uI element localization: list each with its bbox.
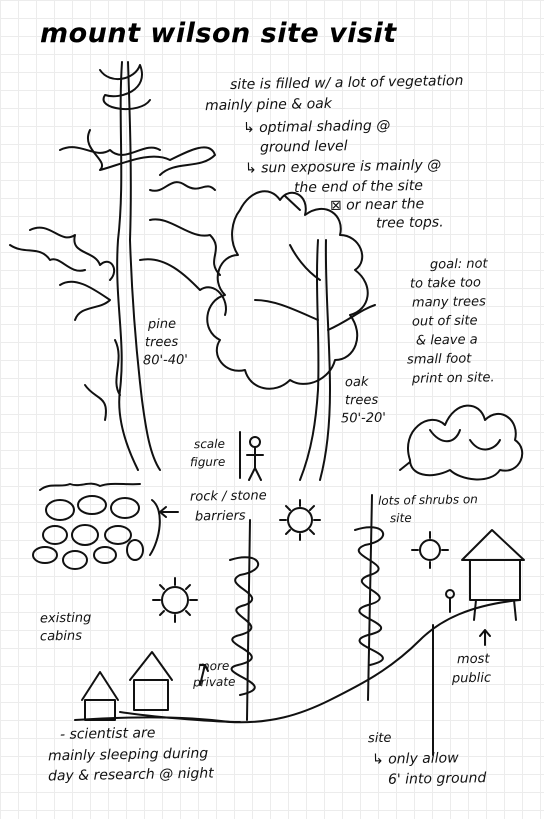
note-scientist-3: day & research @ night [47, 765, 214, 785]
note-private-2: private [192, 674, 236, 690]
star-shrub-sketches [152, 499, 449, 623]
note-pine-3: 80'-40' [142, 352, 189, 369]
note-sun-2: the end of the site [293, 177, 424, 197]
note-scale-1: scale [193, 436, 226, 452]
note-scale-2: figure [189, 454, 226, 470]
pine-scribble-trees [229, 494, 385, 721]
note-ground: ground level [259, 138, 348, 156]
small-figure-sketch [445, 589, 455, 613]
note-rock-2: barriers [194, 508, 246, 525]
note-mainly: mainly pine & oak [204, 95, 333, 115]
note-shrubs-2: site [389, 510, 412, 526]
note-oak-2: trees [344, 392, 379, 409]
note-private-1: more [197, 658, 230, 674]
note-goal-6: small foot [406, 351, 472, 368]
note-shrubs-1: lots of shrubs on [377, 492, 478, 508]
note-site-2: ↳ only allow [371, 750, 459, 768]
note-goal-3: many trees [411, 294, 487, 311]
cabins-sketch [81, 529, 525, 721]
note-pine-2: trees [144, 334, 179, 351]
note-public-1: most [456, 651, 490, 668]
note-goal-1: goal: not [429, 256, 488, 273]
note-shading: ↳ optimal shading @ [242, 117, 391, 137]
note-pine-1: pine [147, 316, 177, 333]
note-oak-3: 50'-20' [340, 410, 387, 427]
note-goal-5: & leave a [415, 332, 478, 349]
note-cabins-2: cabins [39, 628, 83, 645]
note-goal-2: to take too [409, 275, 482, 292]
page-title: mount wilson site visit [40, 18, 397, 49]
note-public-2: public [451, 670, 492, 687]
pine-tree-sketch [9, 61, 227, 471]
note-sun-4: tree tops. [375, 214, 444, 232]
note-cabins-1: existing [39, 610, 92, 627]
oak-tree-sketch [206, 190, 376, 481]
shrub-sketch [399, 404, 524, 481]
note-scientist-1: - scientist are [59, 725, 156, 743]
note-site-1: site [367, 730, 392, 747]
note-scientist-2: mainly sleeping during [47, 745, 209, 765]
scale-figure-sketch [239, 431, 264, 481]
note-goal-4: out of site [411, 313, 478, 330]
note-sun-3: ⊠ or near the [329, 196, 425, 214]
note-oak-1: oak [344, 374, 369, 391]
terrain-sketch [74, 599, 521, 756]
note-rock-1: rock / stone [189, 488, 267, 505]
note-site-3: 6' into ground [387, 770, 487, 788]
rock-barrier-sketch [32, 482, 161, 570]
note-goal-7: print on site. [411, 370, 495, 387]
arrows-sketch [159, 195, 491, 686]
